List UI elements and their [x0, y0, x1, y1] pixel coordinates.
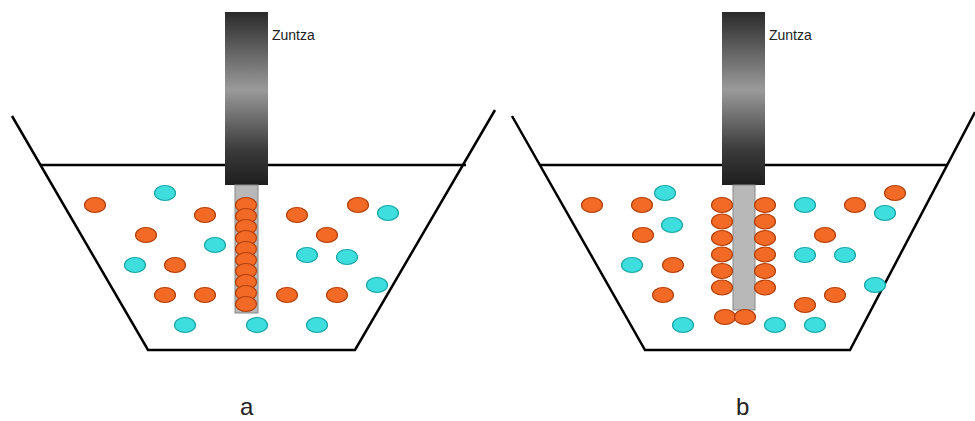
- cyan-ion: [865, 278, 886, 293]
- cyan-ion: [155, 186, 176, 201]
- orange-ion: [663, 258, 684, 273]
- cyan-ion: [175, 318, 196, 333]
- cyan-ion: [378, 206, 399, 221]
- orange-ion: [755, 198, 776, 213]
- orange-ion: [287, 208, 308, 223]
- orange-ion: [236, 297, 257, 312]
- cyan-ion: [662, 218, 683, 233]
- cyan-ion: [297, 248, 318, 263]
- cyan-ion: [307, 318, 328, 333]
- orange-ion: [712, 198, 733, 213]
- orange-ion: [885, 186, 906, 201]
- orange-ion: [633, 228, 654, 243]
- cyan-ion: [673, 318, 694, 333]
- electrode: [225, 12, 765, 313]
- electrode-label: Zuntza: [272, 28, 315, 42]
- cyan-ion: [367, 278, 388, 293]
- orange-ion: [712, 280, 733, 295]
- orange-ion: [632, 198, 653, 213]
- orange-ion: [155, 288, 176, 303]
- electrode-label: Zuntza: [769, 28, 812, 42]
- orange-ion: [195, 208, 216, 223]
- orange-ion: [85, 198, 106, 213]
- orange-ion: [653, 288, 674, 303]
- panel-letter: a: [240, 395, 253, 419]
- ion-dots: [85, 186, 906, 333]
- orange-ion: [845, 198, 866, 213]
- cyan-ion: [247, 318, 268, 333]
- orange-ion: [712, 214, 733, 229]
- orange-ion: [755, 214, 776, 229]
- orange-ion: [755, 231, 776, 246]
- orange-ion: [712, 264, 733, 279]
- orange-ion: [825, 288, 846, 303]
- orange-ion: [795, 298, 816, 313]
- beaker-outline: [12, 110, 975, 350]
- orange-ion: [735, 310, 756, 325]
- orange-ion: [815, 228, 836, 243]
- orange-ion: [327, 288, 348, 303]
- cyan-ion: [337, 250, 358, 265]
- cyan-ion: [622, 258, 643, 273]
- orange-ion: [712, 231, 733, 246]
- cyan-ion: [795, 198, 816, 213]
- cyan-ion: [205, 238, 226, 253]
- orange-ion: [348, 198, 369, 213]
- orange-ion: [165, 258, 186, 273]
- orange-ion: [582, 198, 603, 213]
- cyan-ion: [655, 186, 676, 201]
- cyan-ion: [835, 248, 856, 263]
- cyan-ion: [765, 318, 786, 333]
- cyan-ion: [125, 258, 146, 273]
- orange-ion: [715, 310, 736, 325]
- orange-ion: [712, 247, 733, 262]
- orange-ion: [755, 280, 776, 295]
- panel-letter: b: [736, 395, 749, 419]
- cyan-ion: [795, 248, 816, 263]
- orange-ion: [195, 288, 216, 303]
- orange-ion: [755, 247, 776, 262]
- orange-ion: [317, 228, 338, 243]
- orange-ion: [277, 288, 298, 303]
- orange-ion: [136, 228, 157, 243]
- orange-ion: [755, 264, 776, 279]
- cyan-ion: [875, 206, 896, 221]
- cyan-ion: [805, 318, 826, 333]
